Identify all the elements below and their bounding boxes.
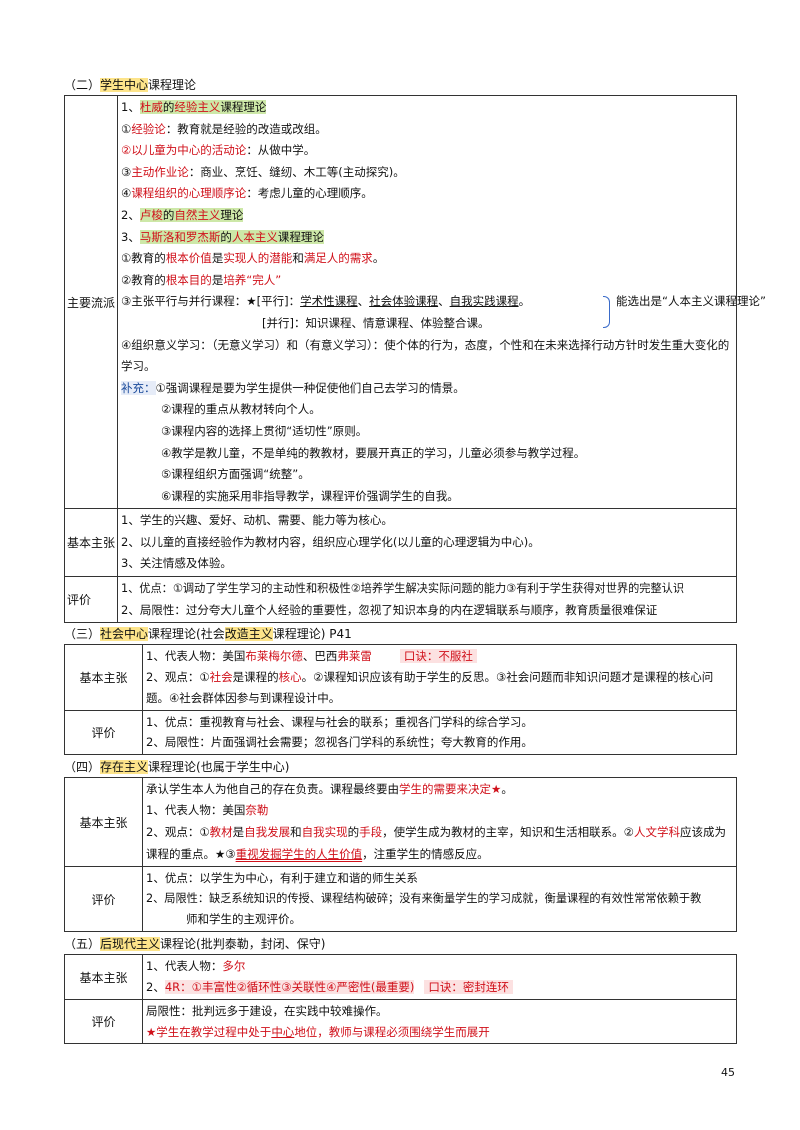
evaluation-content: 1、优点：以学生为中心，有利于建立和谐的师生关系 2、局限性：缺乏系统知识的传授… <box>142 865 737 933</box>
list-item: ③主动作业论：商业、烹饪、缝纫、木工等(主动探究)。 <box>121 164 405 179</box>
existentialism-table: 基本主张 承认学生本人为他自己的存在负责。课程最终要由学生的需要来决定★。 1、… <box>64 777 737 933</box>
list-item: 1、学生的兴趣、爱好、动机、需要、能力等为核心。 <box>121 513 393 528</box>
section-heading-existentialism: （四）存在主义课程理论(也属于学生中心) <box>64 760 290 775</box>
row-label-basic-claims: 基本主张 <box>64 508 118 578</box>
row-label-basic-claims: 基本主张 <box>64 777 143 867</box>
table-row: 基本主张 承认学生本人为他自己的存在负责。课程最终要由学生的需要来决定★。 1、… <box>64 777 737 867</box>
table-row: 评价 1、优点：重视教育与社会、课程与社会的联系；重视各门学科的综合学习。 2、… <box>64 709 737 756</box>
postmodernism-table: 基本主张 1、代表人物：多尔 2、4R：①丰富性②循环性③关联性④严密性(最重要… <box>64 954 737 1045</box>
mnemonic-badge: 口诀：不服社 <box>399 649 477 664</box>
bracket-icon <box>603 296 610 329</box>
row-label-basic-claims: 基本主张 <box>64 644 143 711</box>
list-item: 1、杜威的经验主义课程理论 <box>121 100 267 114</box>
list-item: ⑤课程组织方面强调“统整”。 <box>161 467 310 482</box>
supplement-label: 补充： <box>121 380 156 395</box>
annotation-note: 能选出是“人本主义课程理论” <box>616 294 766 309</box>
list-item: [并行]：知识课程、情意课程、体验整合课。 <box>262 315 490 330</box>
row-label-evaluation: 评价 <box>64 998 143 1045</box>
list-item: 局限性：批判远多于建设，在实践中较难操作。 <box>146 1003 388 1018</box>
basic-claims-content: 承认学生本人为他自己的存在负责。课程最终要由学生的需要来决定★。 1、代表人物：… <box>142 777 737 867</box>
table-row: 评价 1、优点：以学生为中心，有利于建立和谐的师生关系 2、局限性：缺乏系统知识… <box>64 865 737 933</box>
evaluation-content: 1、优点：①调动了学生学习的主动性和积极性②培养学生解决实际问题的能力③有利于学… <box>117 576 737 624</box>
list-item: 2、4R：①丰富性②循环性③关联性④严密性(最重要)口诀：密封连环 <box>146 977 733 998</box>
section-heading-postmodernism: （五）后现代主义课程论(批判泰勒，封闭、保守) <box>64 937 326 952</box>
heading-keyword: 后现代主义 <box>100 937 161 952</box>
list-item: ①教育的根本价值是实现人的潜能和满足人的需求。 <box>121 251 385 266</box>
table-row: 主要流派 1、杜威的经验主义课程理论 ①经验论：教育就是经验的改造或改组。 ②以… <box>64 94 766 510</box>
list-item: ④课程组织的心理顺序论：考虑儿童的心理顺序。 <box>121 186 373 201</box>
mnemonic-badge: 口诀：密封连环 <box>424 980 513 995</box>
list-item: ④组织意义学习：（无意义学习）和（有意义学习）：使个体的行为，态度，个性和在未来… <box>121 337 730 374</box>
list-item: 师和学生的主观评价。 <box>186 912 301 927</box>
list-item: 2、局限性：过分夸大儿童个人经验的重要性，忽视了知识本身的内在逻辑联系与顺序，教… <box>121 602 658 617</box>
heading-prefix: （二） <box>64 78 101 92</box>
list-item: 2、观点：①教材是自我发展和自我实现的手段，使学生成为教材的主宰，知识和生活相联… <box>146 824 726 861</box>
heading-keyword: 存在主义 <box>100 760 149 775</box>
page-number: 45 <box>721 1066 735 1079</box>
list-item: 2、局限性：片面强调社会需要；忽视各门学科的系统性；夸大教育的作用。 <box>146 735 533 750</box>
list-item: ②课程的重点从教材转向个人。 <box>161 402 321 417</box>
section-heading-society-centered: （三）社会中心课程理论(社会改造主义课程理论) P41 <box>64 627 352 642</box>
basic-claims-content: 1、代表人物：多尔 2、4R：①丰富性②循环性③关联性④严密性(最重要)口诀：密… <box>142 954 737 1000</box>
heading-keyword: 社会中心 <box>100 627 149 642</box>
main-schools-content: 1、杜威的经验主义课程理论 ①经验论：教育就是经验的改造或改组。 ②以儿童为中心… <box>117 94 766 510</box>
society-centered-table: 基本主张 1、代表人物：美国布莱梅尔德、巴西弗莱雷口诀：不服社 2、观点：①社会… <box>64 644 737 756</box>
student-centered-table: 主要流派 1、杜威的经验主义课程理论 ①经验论：教育就是经验的改造或改组。 ②以… <box>64 94 766 624</box>
evaluation-content: 1、优点：重视教育与社会、课程与社会的联系；重视各门学科的综合学习。 2、局限性… <box>142 709 737 756</box>
list-item: 1、优点：重视教育与社会、课程与社会的联系；重视各门学科的综合学习。 <box>146 714 533 729</box>
table-row: 评价 1、优点：①调动了学生学习的主动性和积极性②培养学生解决实际问题的能力③有… <box>64 576 737 624</box>
table-row: 评价 局限性：批判远多于建设，在实践中较难操作。 ★学生在教学过程中处于中心地位… <box>64 998 737 1045</box>
list-item: 1、代表人物：美国布莱梅尔德、巴西弗莱雷口诀：不服社 <box>146 646 733 667</box>
row-label-evaluation: 评价 <box>64 865 143 933</box>
table-row: 基本主张 1、代表人物：美国布莱梅尔德、巴西弗莱雷口诀：不服社 2、观点：①社会… <box>64 644 737 711</box>
list-item: 2、以儿童的直接经验作为教材内容，组织应心理学化(以儿童的心理逻辑为中心)。 <box>121 534 540 549</box>
row-label-basic-claims: 基本主张 <box>64 954 143 1000</box>
list-item: ③主张平行与并行课程：★[平行]：学术性课程、社会体验课程、自我实践课程。能选出… <box>121 291 766 329</box>
evaluation-content: 局限性：批判远多于建设，在实践中较难操作。 ★学生在教学过程中处于中心地位，教师… <box>142 998 737 1045</box>
basic-claims-content: 1、学生的兴趣、爱好、动机、需要、能力等为核心。 2、以儿童的直接经验作为教材内… <box>117 508 737 578</box>
list-item: ⑥课程的实施采用非指导教学，课程评价强调学生的自我。 <box>161 488 459 503</box>
section-heading-student-centered: （二）学生中心课程理论 <box>64 76 737 95</box>
list-item: 1、优点：①调动了学生学习的主动性和积极性②培养学生解决实际问题的能力③有利于学… <box>121 582 685 596</box>
heading-keyword: 学生中心 <box>100 78 149 92</box>
row-label-evaluation: 评价 <box>64 709 143 756</box>
list-item: 2、观点：①社会是课程的核心。②课程知识应该有助于学生的反思。③社会问题而非知识… <box>146 670 714 705</box>
heading-keyword: 改造主义 <box>224 627 273 642</box>
row-label-main-schools: 主要流派 <box>64 94 118 510</box>
list-item: ①经验论：教育就是经验的改造或改组。 <box>121 121 327 136</box>
row-label-evaluation: 评价 <box>64 576 118 624</box>
list-item: 3、马斯洛和罗杰斯的人本主义课程理论 <box>121 229 324 244</box>
list-item: 承认学生本人为他自己的存在负责。课程最终要由学生的需要来决定★。 <box>146 782 513 797</box>
basic-claims-content: 1、代表人物：美国布莱梅尔德、巴西弗莱雷口诀：不服社 2、观点：①社会是课程的核… <box>142 644 737 711</box>
list-item: ②教育的根本目的是培养“完人” <box>121 272 282 287</box>
list-item: 3、关注情感及体验。 <box>121 556 232 571</box>
list-item: ②以儿童为中心的活动论：从做中学。 <box>121 143 316 158</box>
list-item: 1、优点：以学生为中心，有利于建立和谐的师生关系 <box>146 870 418 885</box>
table-row: 基本主张 1、代表人物：多尔 2、4R：①丰富性②循环性③关联性④严密性(最重要… <box>64 954 737 1000</box>
list-item: ④教学是教儿童，不是单纯的教教材，要展开真正的学习，儿童必须参与教学过程。 <box>161 445 586 460</box>
table-row: 基本主张 1、学生的兴趣、爱好、动机、需要、能力等为核心。 2、以儿童的直接经验… <box>64 508 737 578</box>
page-content: （二）学生中心课程理论 主要流派 1、杜威的经验主义课程理论 ①经验论：教育就是… <box>64 76 766 1045</box>
list-item: ★学生在教学过程中处于中心地位，教师与课程必须围绕学生而展开 <box>146 1024 490 1039</box>
list-item: 1、代表人物：多尔 <box>146 959 246 974</box>
list-item: 1、代表人物：美国奈勒 <box>146 803 269 818</box>
list-item: 2、局限性：缺乏系统知识的传授、课程结构破碎；没有来衡量学生的学习成就，衡量课程… <box>146 891 702 905</box>
list-item: 补充：①强调课程是要为学生提供一种促使他们自己去学习的情景。 <box>121 380 465 395</box>
list-item: ③课程内容的选择上贯彻“适切性”原则。 <box>161 423 368 438</box>
list-item: 2、卢梭的自然主义理论 <box>121 207 244 222</box>
heading-suffix: 课程理论 <box>148 78 197 92</box>
